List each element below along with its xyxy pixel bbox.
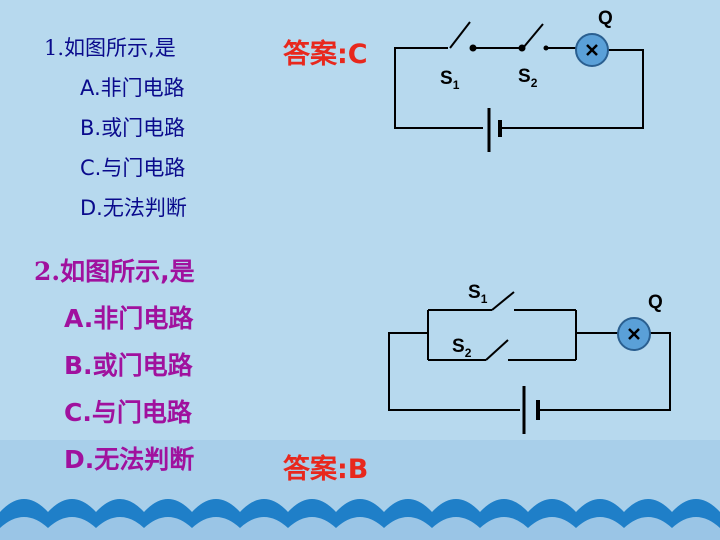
- circuit-2-switch-1-blade: [491, 291, 515, 311]
- circuit-2-wire-left: [388, 332, 520, 411]
- question-2: 2.如图所示,是 A.非门电路 B.或门电路 C.与门电路 D.无法判断: [34, 254, 195, 489]
- question-1: 1.如图所示,是 A.非门电路 B.或门电路 C.与门电路 D.无法判断: [44, 33, 187, 233]
- circuit-1-switch-1-label: S1: [440, 68, 460, 92]
- circuit-1-node: [543, 45, 549, 51]
- circuit-1-node: [518, 44, 526, 52]
- question-2-option-c: C.与门电路: [64, 398, 192, 427]
- circuit-1-lamp-label: Q: [598, 8, 613, 29]
- question-1-option-a: A.非门电路: [80, 76, 185, 100]
- question-2-option-b: B.或门电路: [64, 351, 193, 380]
- question-2-number: 2.: [34, 257, 61, 286]
- question-1-stem: 1.如图所示,是: [44, 33, 187, 73]
- question-1-number: 1.: [44, 36, 65, 60]
- circuit-1-wire-right: [500, 49, 644, 129]
- question-1-answer: 答案:C: [283, 39, 368, 70]
- circuit-1-lamp-icon: [575, 33, 609, 67]
- circuit-2-switch-1-label: S1: [468, 282, 488, 306]
- question-2-option-d: D.无法判断: [64, 445, 195, 474]
- circuit-1-switch-2-label: S2: [518, 66, 538, 90]
- circuit-2-switch-2-label: S2: [452, 336, 472, 360]
- question-1-text: 如图所示,是: [64, 36, 176, 60]
- circuit-1-switch-1-blade: [449, 21, 471, 49]
- question-2-answer: 答案:B: [283, 454, 369, 485]
- question-1-option-b: B.或门电路: [80, 116, 186, 140]
- circuit-1-switch-2-blade: [522, 23, 544, 49]
- question-2-text: 如图所示,是: [60, 257, 195, 286]
- circuit-1-wire-left: [394, 47, 483, 129]
- circuit-2-wire-right: [538, 332, 671, 411]
- question-2-stem: 2.如图所示,是: [34, 254, 195, 301]
- circuit-2-lamp-icon: [617, 317, 651, 351]
- circuit-2-lamp-label: Q: [648, 292, 663, 313]
- circuit-1-series: [394, 21, 644, 152]
- circuit-2-switch-2-blade: [485, 339, 509, 361]
- question-1-option-d: D.无法判断: [80, 196, 187, 220]
- question-2-option-a: A.非门电路: [64, 304, 194, 333]
- question-1-option-c: C.与门电路: [80, 156, 186, 180]
- circuit-2-parallel: [388, 291, 671, 434]
- circuit-1-node: [469, 44, 477, 52]
